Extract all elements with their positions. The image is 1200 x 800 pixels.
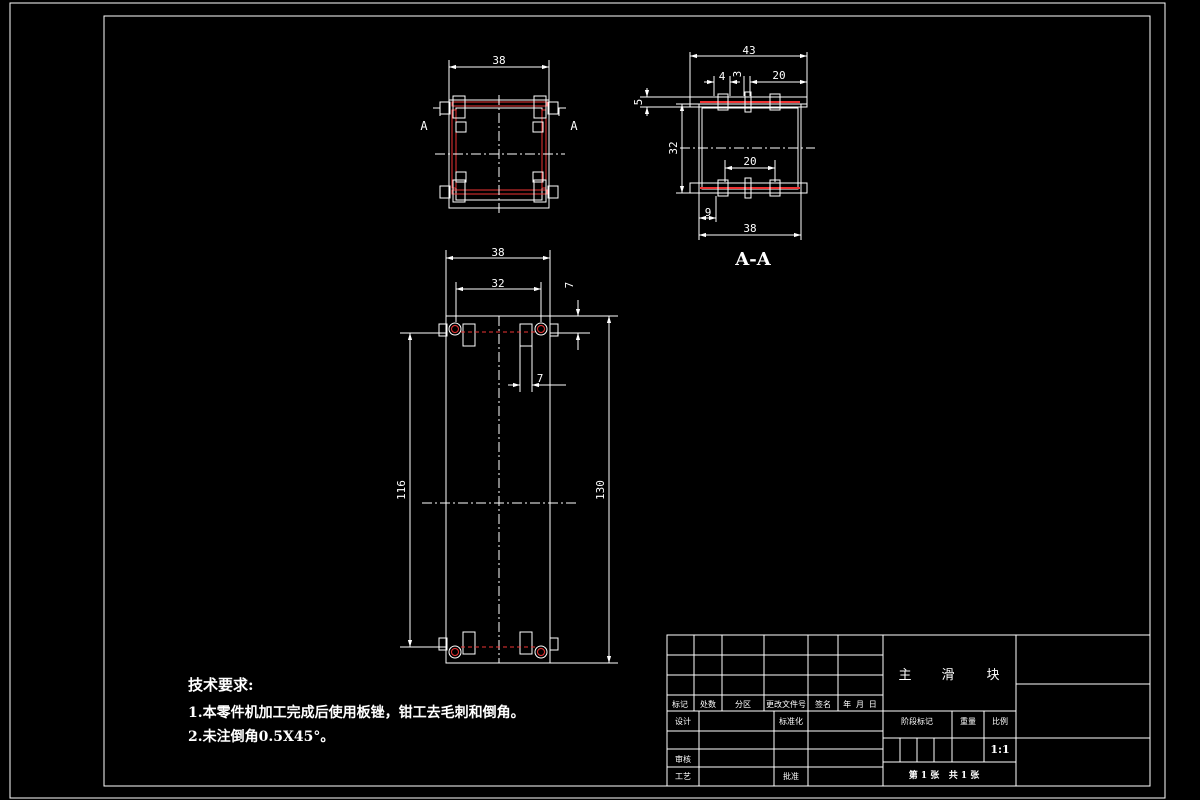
rev-header-doc: 更改文件号 <box>766 699 806 709</box>
label-scale: 比例 <box>992 716 1008 726</box>
part-name-char-1: 主 <box>898 668 911 683</box>
technical-requirements: 技术要求: 1.本零件机加工完成后使用板锉，钳工去毛刺和倒角。 2.未注倒角0.… <box>188 674 525 749</box>
rev-header-mark: 标记 <box>672 699 688 709</box>
label-weight: 重量 <box>960 716 976 726</box>
top-view <box>433 60 566 215</box>
section-label: A-A <box>734 249 771 270</box>
dim-section-9: 9 <box>705 206 712 219</box>
dim-section-20-inner: 20 <box>743 155 756 168</box>
dim-section-3: 3 <box>731 71 744 78</box>
dim-section-43: 43 <box>742 44 755 57</box>
dim-front-116: 116 <box>395 480 408 500</box>
dim-section-32: 32 <box>667 141 680 154</box>
section-marker-left: A <box>420 119 428 133</box>
sheet-info: 第 1 张 共 1 张 <box>909 769 980 781</box>
dim-section-4: 4 <box>719 70 726 83</box>
label-standardize: 标准化 <box>779 716 803 726</box>
tech-req-heading: 技术要求: <box>188 676 254 694</box>
rev-header-count: 处数 <box>700 699 716 709</box>
dim-front-32: 32 <box>491 277 504 290</box>
dim-section-20-top: 20 <box>772 69 785 82</box>
part-name-char-3: 块 <box>986 668 999 683</box>
sheet-border <box>9 2 1166 799</box>
label-process: 工艺 <box>675 772 691 781</box>
scale-value: 1:1 <box>990 743 1009 756</box>
dim-section-38: 38 <box>743 222 756 235</box>
part-name-char-2: 滑 <box>941 668 954 683</box>
dim-front-7-slot: 7 <box>537 372 544 385</box>
tech-req-item-2: 2.未注倒角0.5X45°。 <box>188 729 335 745</box>
dim-top-38: 38 <box>492 54 505 67</box>
label-stage: 阶段标记 <box>901 716 933 726</box>
label-approve: 批准 <box>783 771 799 781</box>
section-marker-right: A <box>570 119 578 133</box>
dim-front-130: 130 <box>594 480 607 500</box>
title-block <box>666 634 1151 787</box>
label-design: 设计 <box>675 716 691 726</box>
dim-front-7-top: 7 <box>563 282 576 289</box>
section-view <box>640 52 815 240</box>
rev-header-date: 年 月 日 <box>843 699 877 709</box>
rev-header-zone: 分区 <box>735 700 751 709</box>
dim-front-38: 38 <box>491 246 504 259</box>
front-view <box>400 250 618 664</box>
drawing-frame <box>103 15 1151 787</box>
rev-header-sign: 签名 <box>815 699 831 709</box>
tech-req-item-1: 1.本零件机加工完成后使用板锉，钳工去毛刺和倒角。 <box>188 705 525 721</box>
label-review: 审核 <box>675 754 691 764</box>
dim-section-5: 5 <box>632 99 645 106</box>
